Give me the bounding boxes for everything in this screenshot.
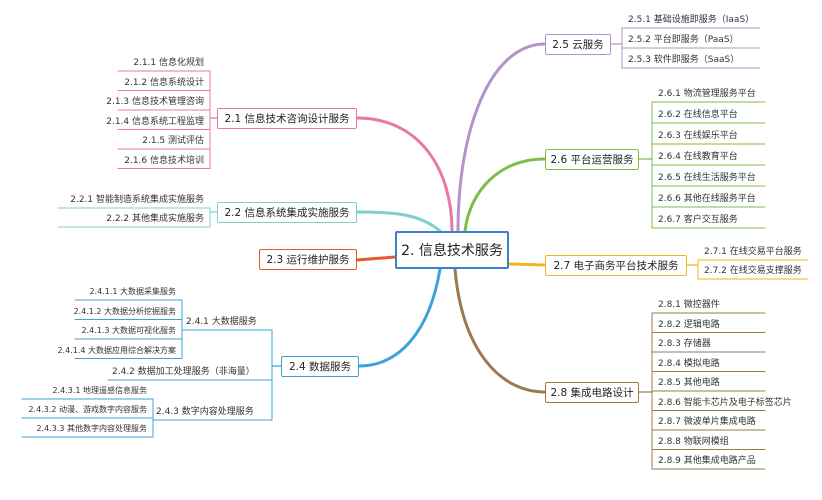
leaf-label: 2.4.1.2 大数据分析挖掘服务 (73, 306, 176, 316)
leaf-label: 2.4.1.4 大数据应用综合解决方案 (57, 345, 176, 355)
leaf-label: 2.5.1 基础设施即服务（IaaS） (628, 15, 755, 25)
leaf-label: 2.1.6 信息技术培训 (124, 155, 204, 166)
leaf-label: 2.6.4 在线教育平台 (658, 152, 738, 162)
connector-b25 (456, 42, 547, 233)
leaf-label: 2.6.2 在线信息平台 (658, 110, 738, 120)
branch-2-7: 2.7 电子商务平台技术服务 (545, 255, 687, 276)
connector-b26 (463, 157, 547, 233)
leaf-label: 2.8.8 物联网模组 (658, 436, 729, 447)
leaf-label: 2.1.1 信息化规划 (133, 58, 204, 68)
leaf-label: 2.5.3 软件即服务（SaaS） (628, 55, 740, 65)
leaf-label: 2.4.3.1 地理遥感信息服务 (52, 386, 147, 395)
leaf-label: 2.6.3 在线娱乐平台 (658, 131, 738, 141)
leaf-label: 2.8.2 逻辑电路 (658, 319, 720, 330)
connector-b21 (355, 116, 454, 233)
central-topic: 2. 信息技术服务 (395, 231, 509, 269)
connector-b22 (355, 210, 442, 233)
leaf-label: 2.4.1.3 大数据可视化服务 (81, 326, 176, 335)
subtopic-2-4-3: 2.4.3 数字内容处理服务 (156, 407, 254, 417)
connector-b27 (507, 262, 547, 267)
leaf-label: 2.6.6 其他在线服务平台 (658, 194, 756, 204)
leaf-label: 2.4.3.3 其他数字内容处理服务 (36, 424, 147, 433)
branch-2-8: 2.8 集成电路设计 (545, 382, 639, 403)
leaf-label: 2.1.3 信息技术管理咨询 (106, 97, 204, 107)
leaf-label: 2.7.1 在线交易平台服务 (704, 247, 802, 257)
leaf-label: 2.8.3 存储器 (658, 339, 711, 349)
leaf-label: 2.2.1 智能制造系统集成实施服务 (70, 195, 204, 205)
connector-b28 (453, 267, 547, 394)
leaf-label: 2.6.5 在线生活服务平台 (658, 173, 756, 183)
leaf-label: 2.5.2 平台即服务（PaaS） (628, 35, 739, 45)
leaf-label: 2.8.6 智能卡芯片及电子标签芯片 (658, 397, 792, 408)
leaf-label: 2.1.2 信息系统设计 (124, 77, 204, 88)
leaf-label: 2.4.1.1 大数据采集服务 (89, 287, 176, 296)
leaf-label: 2.1.4 信息系统工程监理 (106, 116, 204, 127)
leaf-label: 2.6.1 物流管理服务平台 (658, 89, 756, 99)
leaf-label: 2.8.7 微波单片集成电路 (658, 417, 756, 427)
branch-2-4: 2.4 数据服务 (281, 356, 359, 377)
leaf-label: 2.2.2 其他集成实施服务 (106, 214, 204, 224)
branch-2-1: 2.1 信息技术咨询设计服务 (217, 108, 357, 129)
subtopic-2-4-1: 2.4.1 大数据服务 (186, 317, 257, 327)
subtopic-2-4-2: 2.4.2 数据加工处理服务（非海量） (112, 367, 255, 377)
connector-b23 (355, 255, 397, 262)
leaf-label: 2.6.7 客户交互服务 (658, 215, 738, 225)
leaf-label: 2.1.5 测试评估 (142, 136, 204, 146)
leaf-label: 2.4.3.2 动漫、游戏数字内容服务 (28, 405, 147, 414)
leaf-label: 2.8.5 其他电路 (658, 378, 720, 388)
branch-2-6: 2.6 平台运营服务 (545, 149, 639, 170)
leaf-label: 2.8.9 其他集成电路产品 (658, 456, 756, 466)
leaf-label: 2.7.2 在线交易支撑服务 (704, 266, 802, 276)
leaf-label: 2.8.1 微控器件 (658, 300, 720, 310)
branch-2-3: 2.3 运行维护服务 (259, 249, 357, 270)
connector-b24 (357, 267, 442, 368)
leaf-label: 2.8.4 模拟电路 (658, 358, 720, 369)
branch-2-5: 2.5 云服务 (545, 34, 611, 55)
branch-2-2: 2.2 信息系统集成实施服务 (217, 202, 357, 223)
